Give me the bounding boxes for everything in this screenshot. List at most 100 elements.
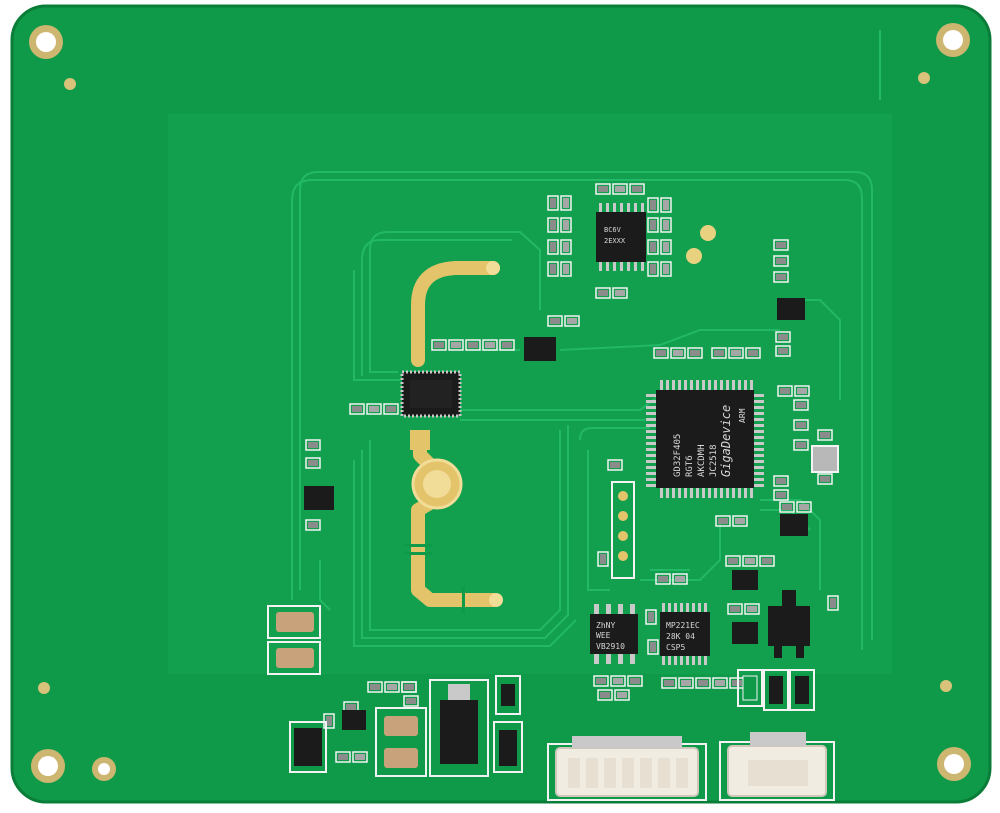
mcu-pin (690, 380, 693, 390)
smd-passive (629, 183, 645, 195)
smd-passive (759, 555, 775, 567)
mcu-pin (646, 412, 656, 415)
qfn-chip (400, 370, 462, 418)
mcu-pin (646, 430, 656, 433)
passive-components (305, 183, 839, 763)
mcu-pin (754, 484, 764, 487)
smd-passive (560, 195, 572, 211)
smd-passive (465, 339, 481, 351)
mcu-pin (696, 380, 699, 390)
mcu-pin (744, 380, 747, 390)
mcu-pin (660, 488, 663, 498)
smd-passive (560, 261, 572, 277)
connector-3pin (719, 732, 835, 801)
mcu-pin (690, 488, 693, 498)
mcu-pin (666, 380, 669, 390)
smd-passive (777, 385, 793, 397)
mcu-pin (646, 424, 656, 427)
mounting-holes (29, 23, 971, 783)
right-capacitors (737, 669, 815, 711)
mcu-pin (708, 380, 711, 390)
smd-passive (660, 197, 672, 213)
ic-top: BC6V 2EXXX (596, 203, 646, 271)
pcb-board-edge-shade (10, 4, 992, 804)
mcu-pin (646, 436, 656, 439)
smd-passive (614, 689, 630, 701)
mcu-pin (750, 380, 753, 390)
smd-passive (775, 345, 791, 357)
ic-mp221ec: MP221EC 28K 04 CSP5 (660, 603, 710, 665)
mcu-pin (754, 406, 764, 409)
mcu-pin (720, 488, 723, 498)
smd-passive (547, 217, 559, 233)
smd-passive (647, 639, 659, 655)
smd-passive (305, 519, 321, 531)
smd-passive (349, 403, 365, 415)
smd-passive (672, 573, 688, 585)
mcu-pin (696, 488, 699, 498)
smd-passive (655, 573, 671, 585)
mcu-pin (660, 380, 663, 390)
smd-passive (645, 609, 657, 625)
smd-passive (712, 677, 728, 689)
smd-passive (352, 751, 368, 763)
smd-passive (793, 399, 809, 411)
smd-passive (647, 239, 659, 255)
smd-passive (745, 347, 761, 359)
mcu-pin (732, 380, 735, 390)
mcu-pin (754, 436, 764, 439)
smd-passive (482, 339, 498, 351)
mcu-pin (738, 380, 741, 390)
smd-passive (793, 419, 809, 431)
smd-passive (612, 287, 628, 299)
mcu-pin (646, 406, 656, 409)
mcu-pin (754, 442, 764, 445)
mcu-pin (754, 412, 764, 415)
smd-passive (597, 689, 613, 701)
smd-passive (695, 677, 711, 689)
mcu-pin (754, 454, 764, 457)
smd-passive (670, 347, 686, 359)
mcu-pin (714, 380, 717, 390)
smd-passive (647, 197, 659, 213)
mcu-pin (726, 488, 729, 498)
smd-passive (773, 239, 789, 251)
mcu-pin (684, 488, 687, 498)
smd-passive (367, 681, 383, 693)
smd-passive (773, 271, 789, 283)
smd-passive (779, 501, 795, 513)
mcu-pin (726, 380, 729, 390)
smd-passive (653, 347, 669, 359)
smd-passive (383, 403, 399, 415)
mcu-pin (646, 400, 656, 403)
smd-passive (660, 217, 672, 233)
smd-passive (335, 751, 351, 763)
smd-passive (403, 695, 419, 707)
smd-passive (687, 347, 703, 359)
smd-passive (793, 439, 809, 451)
copper-traces (291, 30, 881, 650)
power-section (289, 675, 523, 777)
mcu-marking: GD32F405 RGT6 AKCDMH JC2518 GigaDevice A… (673, 399, 747, 477)
smd-passive (401, 681, 417, 693)
debug-header (611, 481, 635, 579)
smd-passive (595, 183, 611, 195)
mcu-pin (646, 460, 656, 463)
smd-passive (499, 339, 515, 351)
smd-passive (827, 595, 839, 611)
mcu-pin (708, 488, 711, 498)
smd-passive (661, 677, 677, 689)
mcu-pin (754, 424, 764, 427)
mcu-pin (750, 488, 753, 498)
antenna-keepout-area (168, 114, 892, 674)
mcu-pin (666, 488, 669, 498)
mcu-pin (678, 488, 681, 498)
mcu-pin (738, 488, 741, 498)
smd-passive (711, 347, 727, 359)
tantalum-capacitors (267, 605, 321, 675)
smd-passive (305, 439, 321, 451)
smd-passive (627, 675, 643, 687)
mcu-chip: GD32F405 RGT6 AKCDMH JC2518 GigaDevice A… (646, 380, 764, 498)
mcu-pin (754, 418, 764, 421)
